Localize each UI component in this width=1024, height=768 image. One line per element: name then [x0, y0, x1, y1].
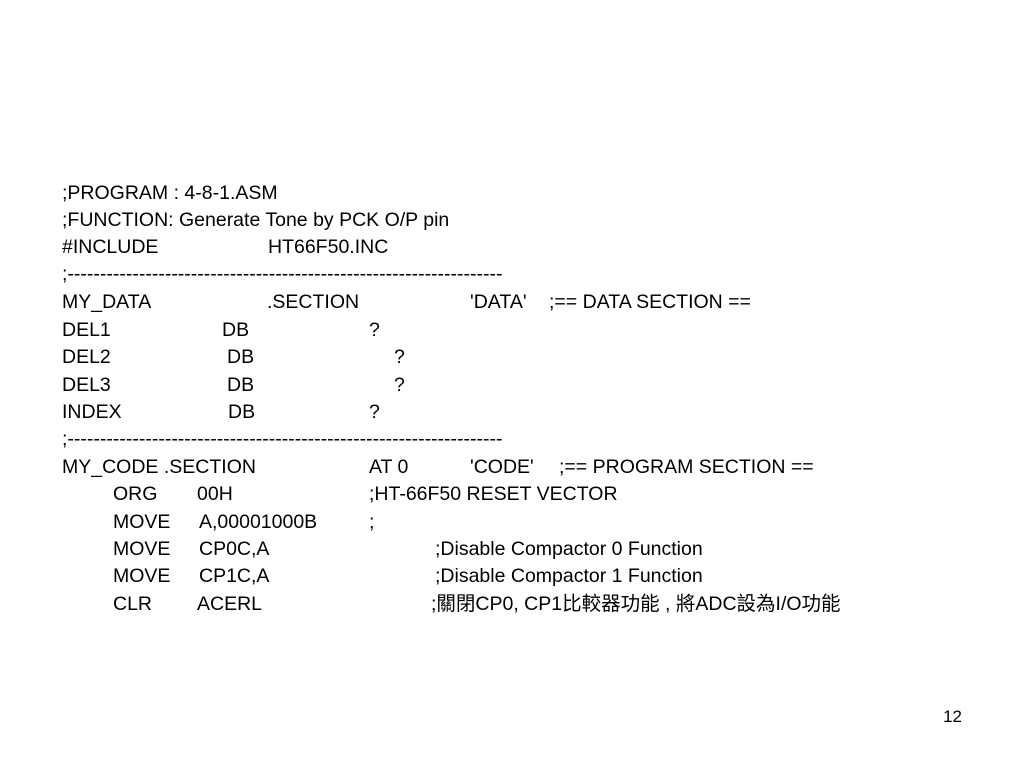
code-line-index: INDEX DB ? [62, 399, 962, 425]
operand: 00H [197, 483, 233, 505]
code-line-function: ;FUNCTION: Generate Tone by PCK O/P pin [62, 207, 962, 233]
instruction: MOVE [113, 538, 171, 560]
variable-label: DEL3 [62, 374, 111, 396]
instruction-comment: ;Disable Compactor 1 Function [435, 565, 703, 587]
code-line-del3: DEL3 DB ? [62, 372, 962, 398]
page-number: 12 [943, 707, 962, 726]
code-line-move-a: MOVE A,00001000B ; [62, 509, 962, 535]
code-line-program: ;PROGRAM : 4-8-1.ASM [62, 180, 962, 206]
operand: ACERL [197, 593, 263, 615]
section-name: 'DATA' [470, 291, 527, 313]
code-line-separator: ;---------------------------------------… [62, 261, 962, 287]
db-value: ? [369, 401, 380, 423]
db-directive: DB [227, 346, 255, 368]
separator-comment: ;---------------------------------------… [62, 263, 503, 285]
instruction-comment: ; [369, 511, 375, 533]
variable-label: INDEX [62, 401, 122, 423]
section-label: MY_CODE .SECTION [62, 456, 256, 478]
operand: A,00001000B [199, 511, 318, 533]
code-line-org: ORG 00H ;HT-66F50 RESET VECTOR [62, 481, 962, 507]
operand: CP1C,A [199, 565, 270, 587]
instruction: MOVE [113, 511, 171, 533]
section-comment: ;== DATA SECTION == [549, 291, 751, 313]
include-file: HT66F50.INC [268, 236, 389, 258]
section-comment: ;== PROGRAM SECTION == [559, 456, 814, 478]
comment-text: ;PROGRAM : 4-8-1.ASM [62, 182, 278, 204]
code-line-clr: CLR ACERL ;關閉CP0, CP1比較器功能 , 將ADC設為I/O功能 [62, 591, 962, 617]
code-line-move-cp0c: MOVE CP0C,A ;Disable Compactor 0 Functio… [62, 536, 962, 562]
variable-label: DEL2 [62, 346, 111, 368]
operand: CP0C,A [199, 538, 270, 560]
instruction-comment: ;Disable Compactor 0 Function [435, 538, 703, 560]
code-line-separator: ;---------------------------------------… [62, 426, 962, 452]
code-line-data-section: MY_DATA .SECTION 'DATA' ;== DATA SECTION… [62, 289, 962, 315]
code-line-move-cp1c: MOVE CP1C,A ;Disable Compactor 1 Functio… [62, 563, 962, 589]
code-line-del2: DEL2 DB ? [62, 344, 962, 370]
instruction: CLR [113, 593, 153, 615]
variable-label: DEL1 [62, 319, 111, 341]
directive: #INCLUDE [62, 236, 159, 258]
section-label: MY_DATA [62, 291, 152, 313]
instruction: MOVE [113, 565, 171, 587]
instruction-comment: ;HT-66F50 RESET VECTOR [369, 483, 618, 505]
code-line-code-section: MY_CODE .SECTION AT 0 'CODE' ;== PROGRAM… [62, 454, 962, 480]
db-value: ? [369, 319, 380, 341]
code-line-del1: DEL1 DB ? [62, 317, 962, 343]
code-line-include: #INCLUDE HT66F50.INC [62, 234, 962, 260]
section-name: 'CODE' [470, 456, 534, 478]
db-directive: DB [222, 319, 250, 341]
section-directive: .SECTION [267, 291, 360, 313]
instruction: ORG [113, 483, 158, 505]
db-value: ? [394, 346, 405, 368]
instruction-comment: ;關閉CP0, CP1比較器功能 , 將ADC設為I/O功能 [431, 593, 841, 615]
section-address: AT 0 [369, 456, 409, 478]
comment-text: ;FUNCTION: Generate Tone by PCK O/P pin [62, 209, 450, 231]
db-directive: DB [228, 401, 256, 423]
db-directive: DB [227, 374, 255, 396]
code-listing: ;PROGRAM : 4-8-1.ASM ;FUNCTION: Generate… [62, 180, 962, 620]
db-value: ? [394, 374, 405, 396]
separator-comment: ;---------------------------------------… [62, 428, 503, 450]
